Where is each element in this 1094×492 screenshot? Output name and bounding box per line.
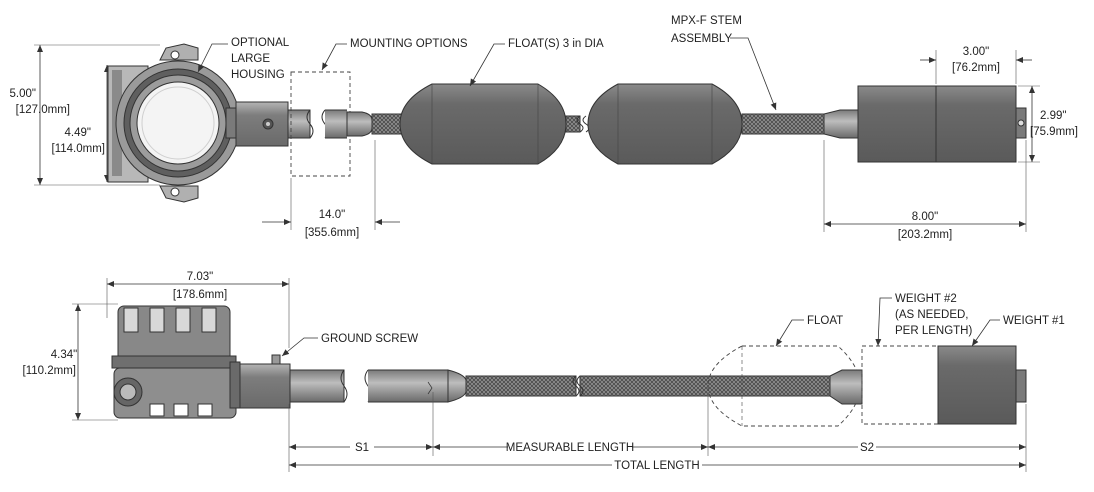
weight2-line-1: WEIGHT #2 xyxy=(895,293,957,305)
float-callout: FLOAT xyxy=(775,315,843,347)
large-housing xyxy=(107,43,241,203)
housing-side xyxy=(111,305,241,419)
optional-housing-line-3: HOUSING xyxy=(231,69,285,81)
mounting-options-callout: MOUNTING OPTIONS xyxy=(321,38,468,71)
total-length-label: TOTAL LENGTH xyxy=(614,460,699,472)
housing-width-inch: 7.03" xyxy=(187,271,213,283)
s2-label: S2 xyxy=(860,442,874,454)
housing-height-dimension: 5.00" [127.0mm] xyxy=(10,44,160,186)
housing-inner-dimension: 4.49" [114.0mm] xyxy=(52,65,110,182)
weight-diameter-mm: [76.2mm] xyxy=(952,62,1000,74)
float-label: FLOAT xyxy=(807,315,843,327)
mounting-length-dimension: 14.0" [355.6mm] xyxy=(262,140,400,239)
weight-assembly-top xyxy=(857,85,1027,163)
bottom-length-dimension: 8.00" [203.2mm] xyxy=(823,140,1027,241)
stem-assembly-line-2: ASSEMBLY xyxy=(671,33,732,45)
s1-label: S1 xyxy=(355,442,369,454)
stem-assembly-callout: MPX-F STEM ASSEMBLY xyxy=(671,15,777,111)
stem-break xyxy=(565,115,590,133)
bottom-housing-height-inch: 4.34" xyxy=(51,349,77,361)
mounting-options-label: MOUNTING OPTIONS xyxy=(350,38,468,50)
measurable-length-label: MEASURABLE LENGTH xyxy=(506,442,634,454)
weight2-line-2: (AS NEEDED, xyxy=(895,309,969,321)
housing-inner-inch: 4.49" xyxy=(65,127,91,139)
length-dimensions: S1 MEASURABLE LENGTH S2 TOTAL LENGTH xyxy=(288,392,1027,472)
bottom-view: 7.03" [178.6mm] 4.34" [110.2mm] xyxy=(23,271,1065,472)
weight2-callout: WEIGHT #2 (AS NEEDED, PER LENGTH) xyxy=(875,293,972,347)
mounting-options-box xyxy=(290,71,351,177)
weight2-line-3: PER LENGTH) xyxy=(895,325,972,337)
stem-assembly-line-1: MPX-F STEM xyxy=(671,15,742,27)
weight-length-dimension: 2.99" [75.9mm] xyxy=(1018,85,1078,163)
connector-block xyxy=(235,101,314,147)
ground-screw-label: GROUND SCREW xyxy=(321,333,418,345)
ground-screw-callout: GROUND SCREW xyxy=(281,333,418,357)
top-view: 5.00" [127.0mm] 4.49" [114.0mm] xyxy=(10,15,1078,241)
bottom-housing-height-dimension: 4.34" [110.2mm] xyxy=(23,303,118,421)
housing-width-mm: [178.6mm] xyxy=(173,289,227,301)
floats-callout: FLOAT(S) 3 in DIA xyxy=(469,38,604,87)
bottom-housing-height-mm: [110.2mm] xyxy=(23,365,76,377)
housing-height-mm: [127.0mm] xyxy=(16,104,70,116)
optional-housing-callout: OPTIONAL LARGE HOUSING xyxy=(197,37,290,81)
float-1 xyxy=(399,83,567,165)
weight-diameter-dimension: 3.00" [76.2mm] xyxy=(920,46,1032,84)
optional-housing-line-2: LARGE xyxy=(231,53,270,65)
housing-inner-mm: [114.0mm] xyxy=(52,143,105,155)
weight1-label: WEIGHT #1 xyxy=(1003,315,1065,327)
weight-length-mm: [75.9mm] xyxy=(1030,126,1078,138)
mounting-length-inch: 14.0" xyxy=(319,209,345,221)
floats-label: FLOAT(S) 3 in DIA xyxy=(508,38,604,50)
bottom-length-inch: 8.00" xyxy=(912,211,938,223)
housing-height-inch: 5.00" xyxy=(10,88,36,100)
weight-length-inch: 2.99" xyxy=(1040,110,1066,122)
bottom-length-mm: [203.2mm] xyxy=(898,229,952,241)
weight1-callout: WEIGHT #1 xyxy=(971,315,1065,347)
float-2 xyxy=(587,83,743,165)
bottom-stem-pipe xyxy=(364,369,831,403)
weight-diameter-inch: 3.00" xyxy=(963,46,989,58)
optional-housing-line-1: OPTIONAL xyxy=(231,37,290,49)
mounting-length-mm: [355.6mm] xyxy=(305,227,359,239)
bottom-connector xyxy=(239,354,348,409)
housing-width-dimension: 7.03" [178.6mm] xyxy=(106,271,290,348)
stem-segment-2 xyxy=(741,109,859,139)
stem-segment-1 xyxy=(346,111,403,137)
bottom-weight-assembly xyxy=(829,345,1027,425)
